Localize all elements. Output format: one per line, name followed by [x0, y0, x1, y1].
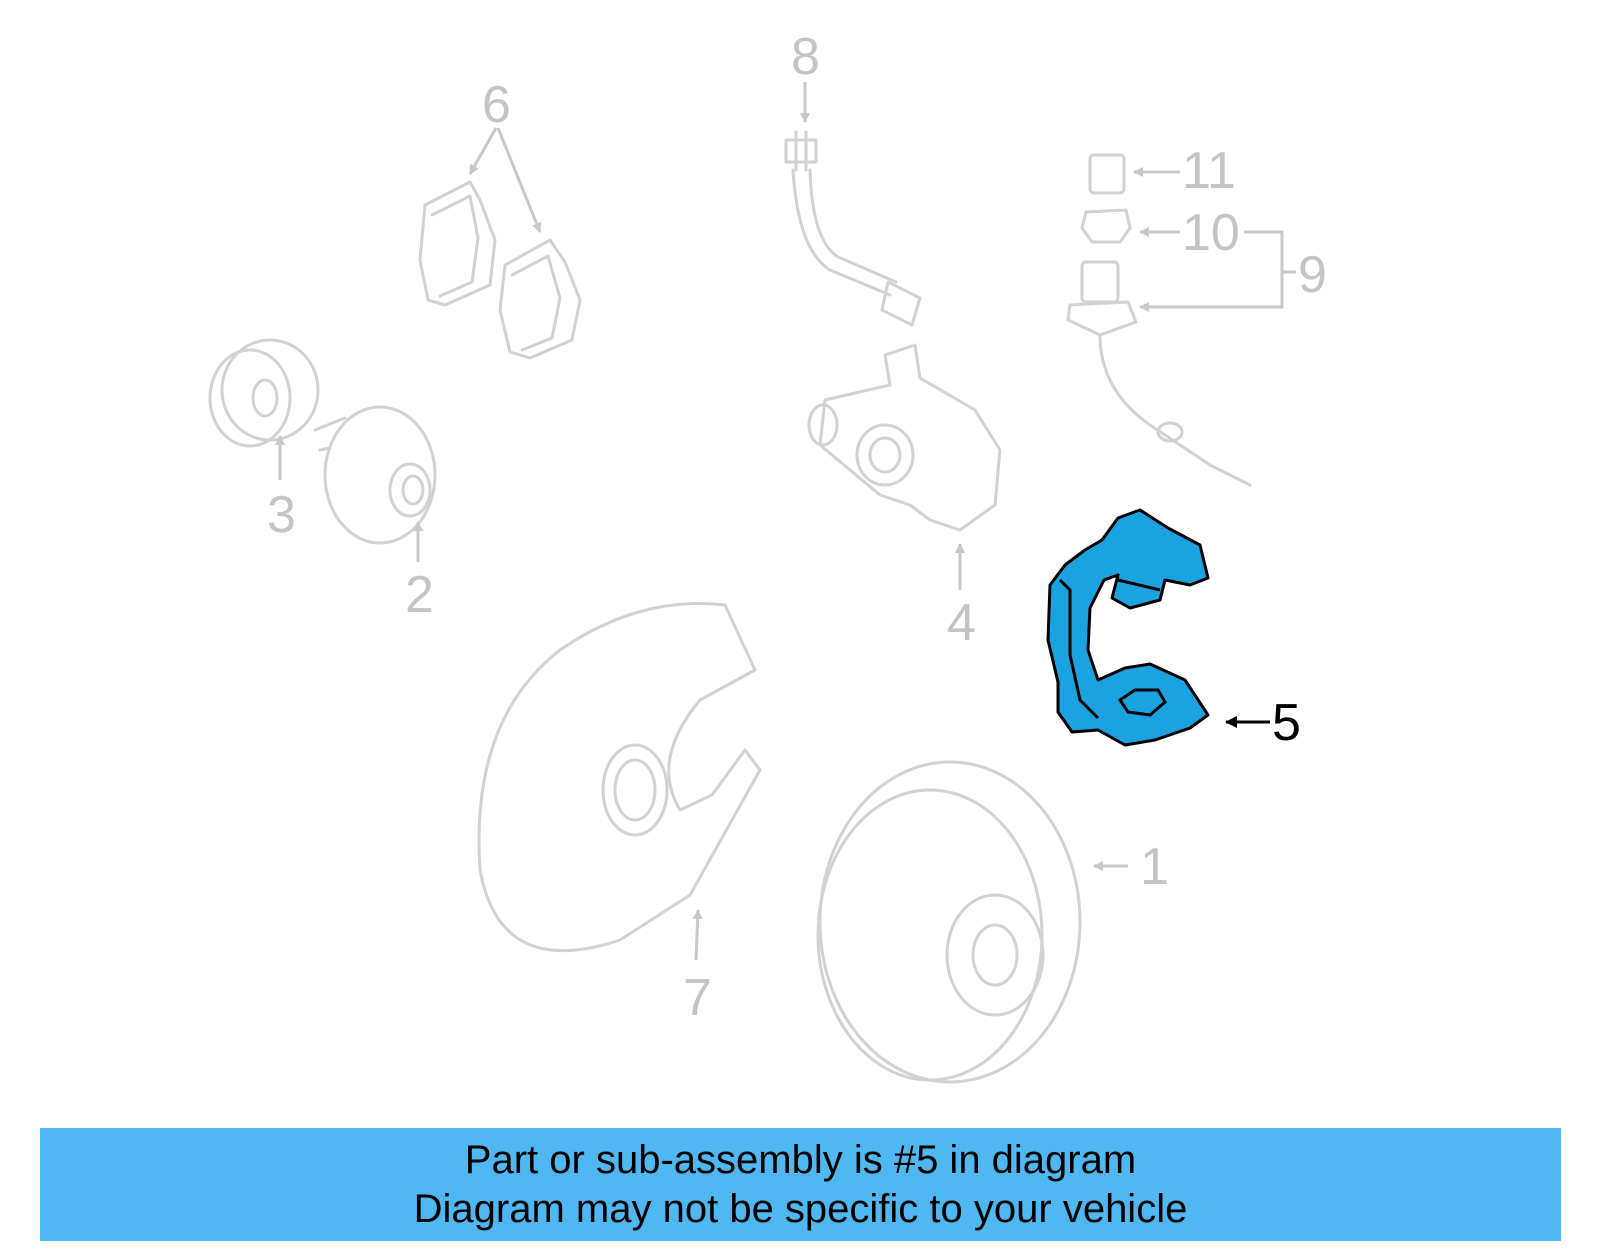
wheel-hub: [313, 405, 437, 545]
callout-3: 3: [267, 486, 296, 544]
wheel-bearing: [208, 338, 320, 448]
leader-lines: [275, 82, 1296, 961]
caliper-carrier-shape: [1046, 508, 1210, 747]
caption-line-2: Diagram may not be specific to your vehi…: [413, 1186, 1188, 1231]
callout-5-highlighted: 5: [1272, 694, 1301, 752]
caption-banner: Part or sub-assembly is #5 in diagram Di…: [40, 1128, 1561, 1241]
brake-rotor: [816, 760, 1082, 1084]
brake-hose: [784, 130, 922, 327]
callout-11: 11: [1182, 142, 1236, 200]
callout-6: 6: [482, 76, 511, 134]
callout-numbers: 1 2 3 4 5 6 7 8 9 10 11: [267, 28, 1327, 1027]
callout-8: 8: [791, 28, 820, 86]
brake-caliper: [807, 343, 1002, 532]
callout-9: 9: [1298, 246, 1327, 304]
callout-10: 10: [1182, 204, 1240, 262]
callout-4: 4: [947, 594, 976, 652]
callout-2: 2: [405, 566, 434, 624]
sensor-assembly: [1066, 153, 1252, 487]
caption-line-1: Part or sub-assembly is #5 in diagram: [464, 1137, 1137, 1182]
callout-1: 1: [1140, 838, 1169, 896]
splash-shield: [477, 601, 762, 953]
caliper-carrier-highlighted: [1046, 508, 1210, 747]
brake-pad-set: [418, 180, 582, 360]
callout-7: 7: [683, 969, 712, 1027]
